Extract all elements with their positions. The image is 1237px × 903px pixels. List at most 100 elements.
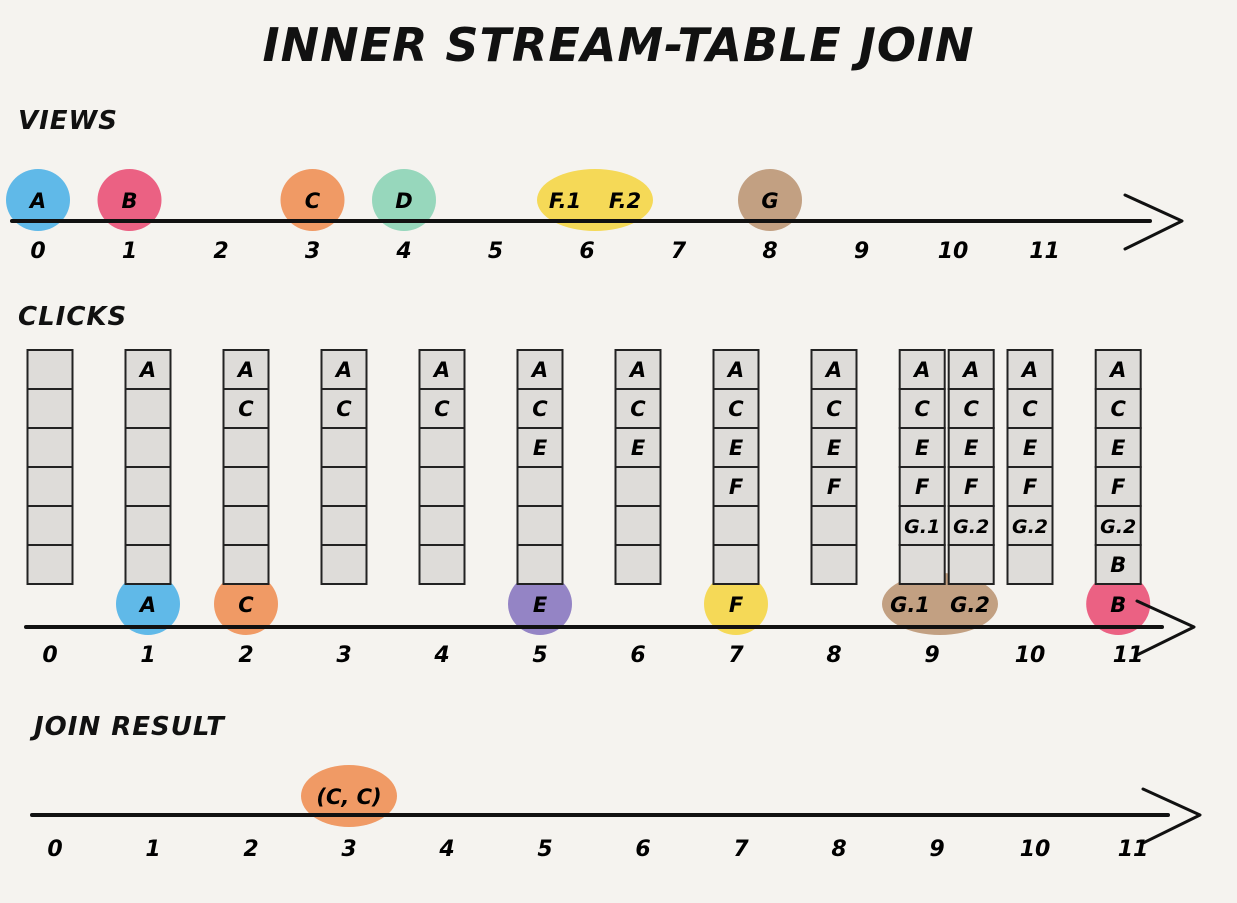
views-tick-label: 7: [671, 239, 687, 264]
clicks-axis-arrow: [1135, 599, 1196, 657]
clicks-table-cell: [810, 466, 858, 507]
clicks-tick-label: 7: [728, 643, 744, 668]
views-event-label: D: [395, 189, 412, 213]
views-tick-label: 0: [30, 239, 45, 264]
clicks-table-cell: [516, 466, 564, 507]
clicks-table-cell: [418, 427, 466, 468]
clicks-event-label: G.1: [890, 593, 930, 617]
clicks-table-cell: [516, 544, 564, 585]
views-event-label: F.2: [609, 189, 641, 213]
clicks-table-cell-label: A: [961, 358, 979, 382]
clicks-table-cell-label: E: [915, 436, 930, 460]
clicks-table-cell-label: A: [432, 358, 450, 382]
clicks-event-blob: [704, 573, 768, 635]
join_result-tick-label: 11: [1118, 837, 1149, 862]
clicks-table-cell-label: G.2: [1100, 516, 1136, 538]
clicks-table-cell: [26, 427, 74, 468]
clicks-table-cell-label: C: [1022, 397, 1038, 421]
clicks-event-label: F: [729, 593, 744, 617]
join_result-tick-label: 9: [929, 837, 944, 862]
clicks-table-cell-label: C: [963, 397, 979, 421]
clicks-event-label: E: [533, 593, 548, 617]
clicks-event-label: B: [1110, 593, 1126, 617]
clicks-tick-label: 5: [532, 643, 547, 668]
views-tick-label: 4: [395, 239, 411, 264]
join_result-tick-label: 5: [537, 837, 552, 862]
clicks-table-cell: [898, 349, 946, 390]
clicks-table-cell: [124, 466, 172, 507]
views-event-label: G: [761, 189, 778, 213]
clicks-table-cell: [810, 544, 858, 585]
clicks-table-cell: [1006, 349, 1054, 390]
clicks-table-cell: [124, 505, 172, 546]
clicks-table-cell: [320, 427, 368, 468]
clicks-table-cell: [320, 544, 368, 585]
clicks-table-cell-label: A: [726, 358, 744, 382]
clicks-table-cell-label: A: [138, 358, 156, 382]
clicks-table-cell-label: G.2: [953, 516, 989, 538]
views-event-label: A: [28, 189, 46, 213]
clicks-table-cell: [712, 349, 760, 390]
clicks-table-cell-label: F: [964, 475, 979, 499]
clicks-table-cell: [124, 388, 172, 429]
views-tick-label: 2: [213, 239, 228, 264]
views-event-blob: [372, 169, 436, 231]
views-tick-label: 5: [488, 239, 503, 264]
join_result-tick-label: 0: [47, 837, 62, 862]
clicks-table-cell-label: A: [236, 358, 254, 382]
clicks-table-cell: [222, 544, 270, 585]
clicks-event-blob: [1086, 573, 1151, 635]
clicks-table-cell-label: E: [1023, 436, 1038, 460]
clicks-table-cell-label: E: [827, 436, 842, 460]
clicks-table-cell-label: C: [630, 397, 646, 421]
clicks-table-cell: [26, 544, 74, 585]
clicks-table-cell: [222, 466, 270, 507]
clicks-table-cell-label: F: [915, 475, 930, 499]
clicks-table-cell: [614, 349, 662, 390]
clicks-table-cell: [124, 349, 172, 390]
clicks-table-cell: [222, 388, 270, 429]
clicks-table-cell-label: A: [1108, 358, 1126, 382]
clicks-table-cell: [810, 388, 858, 429]
clicks-table-cell: [614, 466, 662, 507]
clicks-table-cell-label: E: [631, 436, 646, 460]
clicks-table-cell: [26, 349, 74, 390]
views-axis-arrow: [1123, 193, 1184, 251]
views-tick-label: 1: [122, 239, 137, 264]
views-event-label: C: [305, 189, 321, 213]
clicks-event-label: A: [138, 593, 156, 617]
join_result-tick-label: 4: [438, 837, 454, 862]
clicks-table-cell-label: A: [334, 358, 352, 382]
clicks-table-cell: [712, 505, 760, 546]
clicks-table-cell: [614, 505, 662, 546]
clicks-table-cell: [614, 388, 662, 429]
clicks-table-cell: [320, 349, 368, 390]
views-event-blob: [6, 169, 70, 231]
clicks-table-cell: [810, 505, 858, 546]
clicks-table-cell-label: E: [964, 436, 979, 460]
clicks-table-cell: [1094, 544, 1142, 585]
clicks-table-cell: [712, 466, 760, 507]
clicks-table-cell: [1094, 388, 1142, 429]
clicks-table-cell-label: B: [1110, 553, 1126, 577]
clicks-tick-label: 9: [924, 643, 939, 668]
clicks-table-cell: [320, 505, 368, 546]
clicks-table-cell-label: A: [530, 358, 548, 382]
clicks-event-blob: [508, 573, 572, 635]
clicks-tick-label: 11: [1113, 643, 1144, 668]
join_result-tick-label: 7: [733, 837, 749, 862]
clicks-table-cell: [947, 466, 995, 507]
join_result-axis-arrow: [1141, 787, 1202, 845]
clicks-table-cell: [614, 544, 662, 585]
views-label: VIEWS: [18, 106, 118, 136]
clicks-table-cell-label: G.1: [904, 516, 940, 538]
clicks-table-cell: [1094, 427, 1142, 468]
views-event-blob: [97, 169, 162, 231]
views-event-label: B: [121, 189, 137, 213]
clicks-table-cell: [418, 466, 466, 507]
clicks-table-cell-label: C: [1110, 397, 1126, 421]
clicks-event-blob: [214, 573, 278, 635]
clicks-tick-label: 10: [1015, 643, 1046, 668]
clicks-table-cell: [810, 349, 858, 390]
clicks-table-cell-label: E: [729, 436, 744, 460]
